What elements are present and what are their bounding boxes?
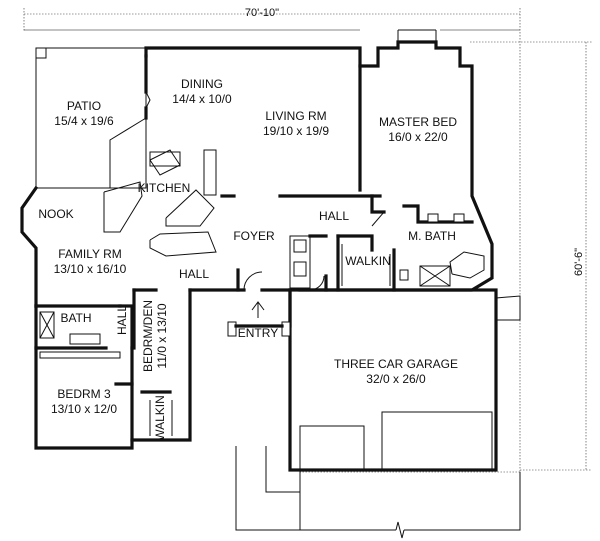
overall-depth: 60'-6" [573,248,585,276]
nook-name: NOOK [38,207,73,221]
hall-3-name: HALL [115,305,129,335]
den-name: BEDRM/DEN [141,300,155,372]
overall-width: 70'-10" [245,7,279,19]
patio-size: 15/4 x 19/6 [54,114,114,128]
room-labels: 70'-10" 60'-6" PATIO 15/4 x 19/6 DINING … [38,7,585,441]
bath-name: BATH [60,311,91,325]
kitchen-name: KITCHEN [138,181,191,195]
living-name: LIVING RM [265,109,326,123]
living-size: 19/10 x 19/9 [263,124,329,138]
foyer-name: FOYER [233,229,275,243]
patio-name: PATIO [67,99,101,113]
bedrm3-size: 13/10 x 12/0 [51,402,117,416]
interior-walls [34,54,485,436]
garage-name: THREE CAR GARAGE [334,357,458,371]
dining-name: DINING [181,77,223,91]
master-name: MASTER BED [379,115,457,129]
family-name: FAMILY RM [58,247,122,261]
den-size: 11/0 x 13/10 [155,303,169,368]
hall-2-name: HALL [179,267,209,281]
entry-name: ENTRY [238,326,278,340]
walkin-1-name: WALKIN [345,254,391,268]
garage-size: 32/0 x 26/0 [366,372,426,386]
garage-doors [235,411,521,539]
master-bath-name: M. BATH [408,229,456,243]
family-size: 13/10 x 16/10 [54,262,127,276]
dimension-lines [23,8,592,473]
walkin-2-name: WALKIN [153,395,167,441]
master-size: 16/0 x 22/0 [388,130,448,144]
hall-1-name: HALL [319,209,349,223]
dining-size: 14/4 x 10/0 [172,92,232,106]
bedrm3-name: BEDRM 3 [57,387,111,401]
